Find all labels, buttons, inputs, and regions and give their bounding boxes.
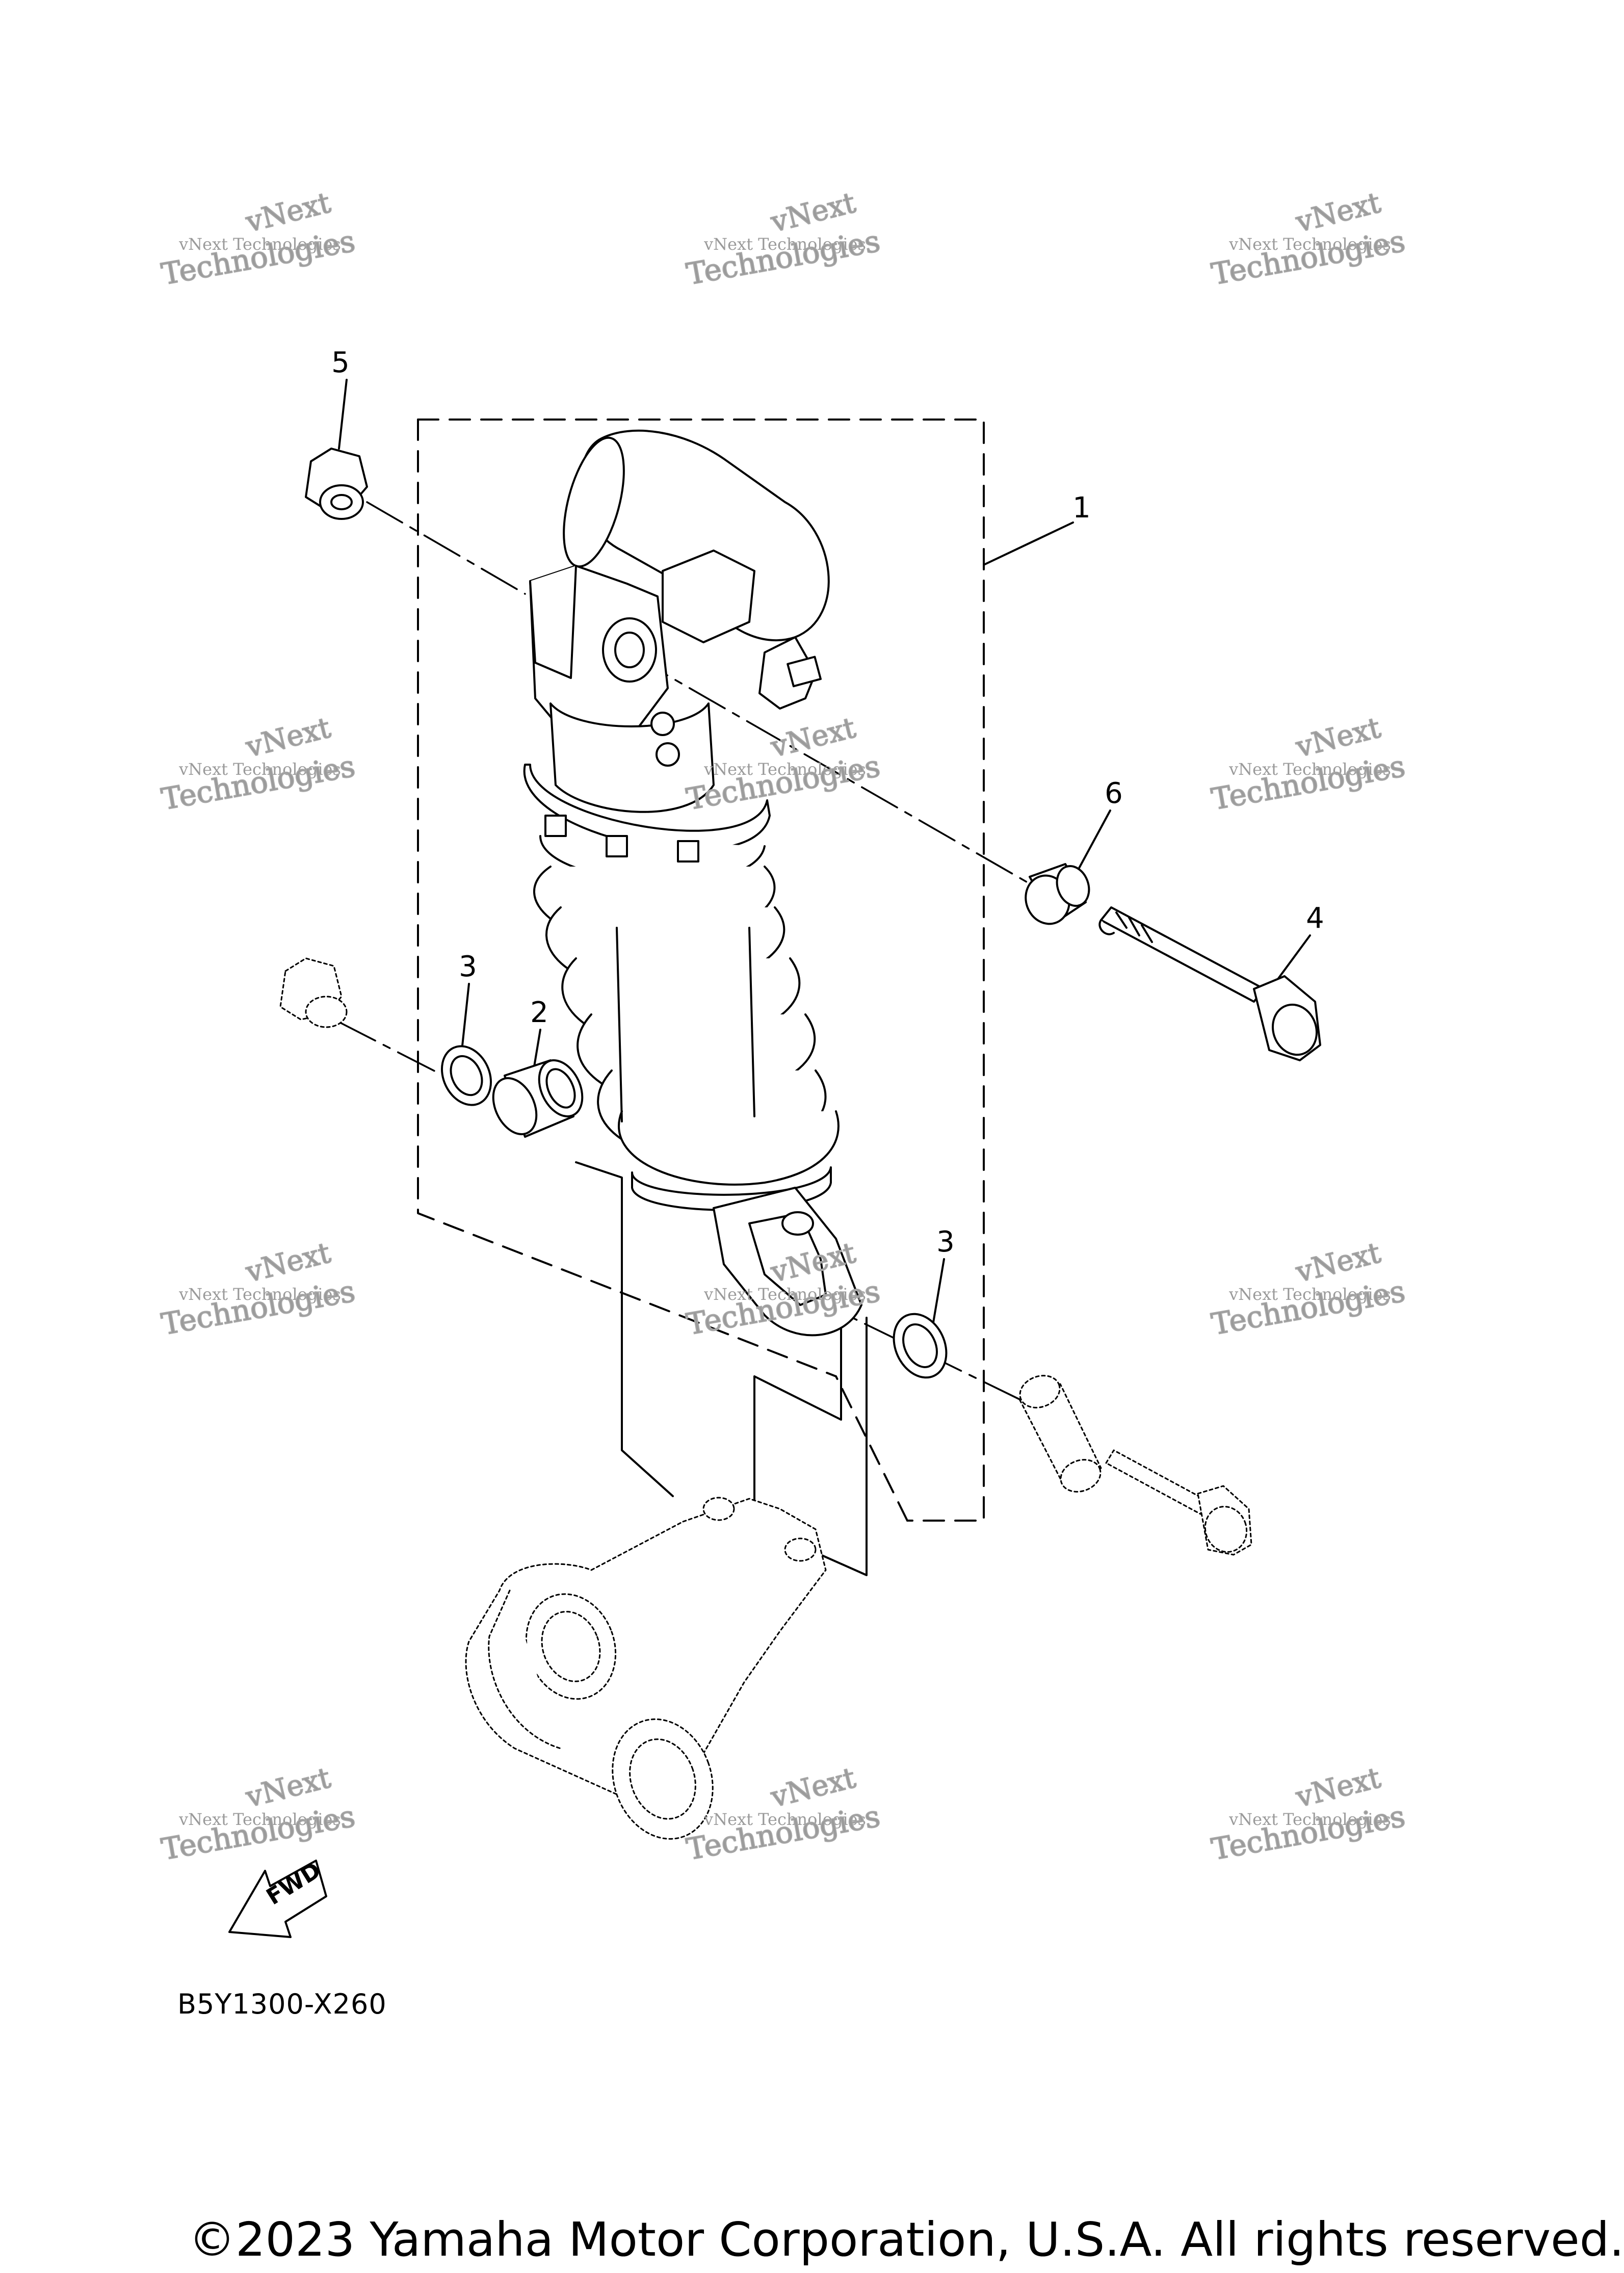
watermark-text: vNext Technologies — [178, 1285, 341, 1304]
watermark-text: vNext — [1292, 1236, 1384, 1289]
callout-1: 1 — [1072, 491, 1091, 525]
watermark-text: vNext Technologies — [1228, 1285, 1391, 1304]
part-3-washer-left — [433, 1038, 500, 1113]
watermark-text: vNext Technologies — [178, 1810, 341, 1829]
part-2-bearing — [485, 1053, 591, 1141]
callout-3-left: 3 — [459, 950, 477, 983]
callout-2: 2 — [530, 996, 548, 1029]
part-3-washer-right — [884, 1305, 956, 1386]
watermark-text: vNext Technologies — [1228, 760, 1391, 779]
watermark-text: Technologies — [1209, 223, 1408, 292]
link-guide-lines — [576, 1162, 867, 1575]
watermark-text: vNext Technologies — [1228, 1810, 1391, 1829]
watermark-text: vNext Technologies — [178, 760, 341, 779]
watermark-text: Technologies — [159, 1273, 358, 1342]
watermark-text: vNext — [1292, 186, 1384, 239]
watermark-text: Technologies — [1209, 748, 1408, 817]
watermark-text: Technologies — [159, 748, 358, 817]
callout-5: 5 — [331, 346, 350, 379]
callout-6: 6 — [1105, 777, 1123, 810]
part-6-collar — [1019, 861, 1094, 930]
callout-leaders — [339, 380, 1310, 1325]
watermark-text: vNext — [767, 186, 859, 239]
watermark-text: vNext — [242, 186, 334, 239]
watermark-text: Technologies — [1209, 1798, 1408, 1867]
watermark-text: vNext — [242, 1236, 334, 1289]
part-5-nut — [306, 449, 367, 519]
rear-shock-absorber — [525, 431, 861, 1336]
watermark-text: Technologies — [159, 223, 358, 292]
callout-4: 4 — [1306, 902, 1324, 935]
callout-3-right: 3 — [936, 1225, 955, 1259]
watermark-text: vNext — [242, 1761, 334, 1814]
watermark-text: vNext — [242, 711, 334, 764]
watermark-text: vNext Technologies — [703, 234, 866, 254]
watermark-text: vNext Technologies — [703, 760, 866, 779]
lower-left-nut — [280, 958, 347, 1027]
watermark-text: vNext — [767, 711, 859, 764]
lower-collar-and-bolt — [1015, 1370, 1253, 1558]
watermark-text: Technologies — [684, 1798, 883, 1867]
part-4-bolt — [1099, 907, 1323, 1061]
watermark-text: vNext — [1292, 1761, 1384, 1814]
copyright-notice: ©2023 Yamaha Motor Corporation, U.S.A. A… — [189, 2212, 1624, 2267]
watermark-text: vNext — [1292, 711, 1384, 764]
watermark-text: vNext — [767, 1761, 859, 1814]
fwd-arrow-icon — [229, 1861, 326, 1937]
watermark-text: vNext Technologies — [178, 234, 341, 254]
watermark-text: vNext Technologies — [703, 1810, 866, 1829]
watermark-text: vNext Technologies — [1228, 234, 1391, 254]
assembly-boundary-dashed — [418, 420, 984, 1521]
watermark-text: Technologies — [1209, 1273, 1408, 1342]
watermark-text: Technologies — [159, 1798, 358, 1867]
relay-arm-ghost — [466, 1498, 826, 1853]
diagram-code: B5Y1300-X260 — [177, 1988, 387, 2020]
watermark-text: Technologies — [684, 223, 883, 292]
